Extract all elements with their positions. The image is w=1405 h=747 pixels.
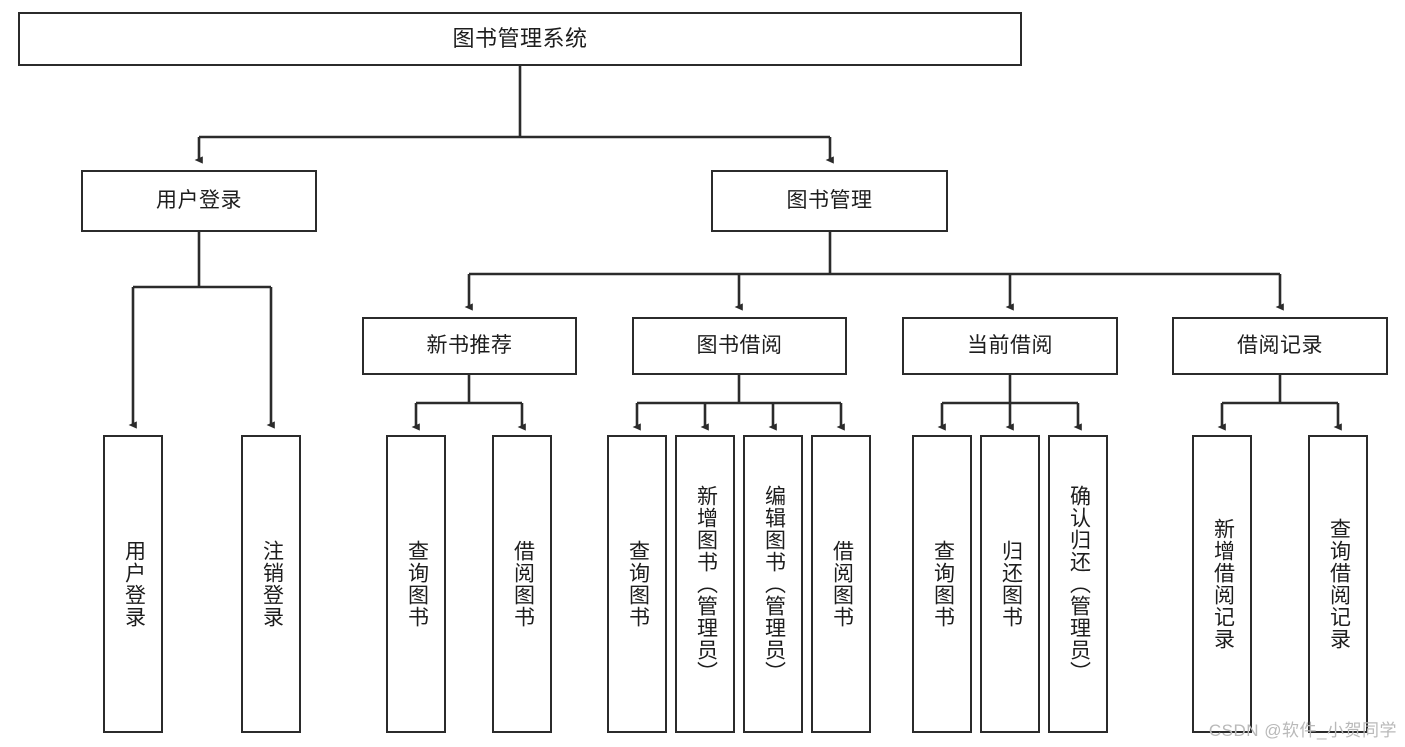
node-new-book-recommend-label: 新书推荐 [426,334,513,358]
leaf-add-record-label: 新增借阅记录 [1211,518,1235,650]
node-book-management-label: 图书管理 [786,189,873,213]
node-book-borrow-label: 图书借阅 [696,334,783,358]
leaf-query-book-3[interactable]: 查询图书 [912,435,972,733]
node-current-borrow[interactable]: 当前借阅 [902,317,1118,375]
node-current-borrow-label: 当前借阅 [967,334,1053,358]
leaf-return-book[interactable]: 归还图书 [980,435,1040,733]
leaf-user-login-label: 用户登录 [122,540,146,628]
leaf-confirm-return[interactable]: 确认归还（管理员） [1048,435,1108,733]
leaf-user-login[interactable]: 用户登录 [103,435,163,733]
leaf-edit-book[interactable]: 编辑图书（管理员） [743,435,803,733]
node-borrow-record[interactable]: 借阅记录 [1172,317,1388,375]
leaf-borrow-book-1-label: 借阅图书 [511,540,535,628]
leaf-add-record[interactable]: 新增借阅记录 [1192,435,1252,733]
leaf-logout-label: 注销登录 [260,540,284,628]
node-user-login[interactable]: 用户登录 [81,170,317,232]
leaf-borrow-book-2-label: 借阅图书 [830,540,854,628]
node-new-book-recommend[interactable]: 新书推荐 [362,317,577,375]
leaf-query-book-2[interactable]: 查询图书 [607,435,667,733]
leaf-add-book[interactable]: 新增图书（管理员） [675,435,735,733]
leaf-edit-book-label: 编辑图书（管理员） [762,485,786,683]
node-borrow-record-label: 借阅记录 [1237,334,1323,358]
leaf-return-book-label: 归还图书 [999,540,1023,628]
leaf-borrow-book-1[interactable]: 借阅图书 [492,435,552,733]
leaf-query-book-2-label: 查询图书 [626,540,650,628]
leaf-add-book-label: 新增图书（管理员） [694,485,718,683]
node-user-login-label: 用户登录 [156,189,242,213]
leaf-query-book-1[interactable]: 查询图书 [386,435,446,733]
leaf-logout[interactable]: 注销登录 [241,435,301,733]
leaf-borrow-book-2[interactable]: 借阅图书 [811,435,871,733]
leaf-query-book-3-label: 查询图书 [931,540,955,628]
node-book-management[interactable]: 图书管理 [711,170,948,232]
watermark: CSDN @软件_小贺同学 [1208,721,1397,740]
leaf-confirm-return-label: 确认归还（管理员） [1067,485,1091,683]
node-book-borrow[interactable]: 图书借阅 [632,317,847,375]
leaf-query-book-1-label: 查询图书 [405,540,429,628]
leaf-query-record-label: 查询借阅记录 [1327,518,1351,650]
node-root-label: 图书管理系统 [452,25,588,51]
leaf-query-record[interactable]: 查询借阅记录 [1308,435,1368,733]
node-root[interactable]: 图书管理系统 [18,12,1022,66]
